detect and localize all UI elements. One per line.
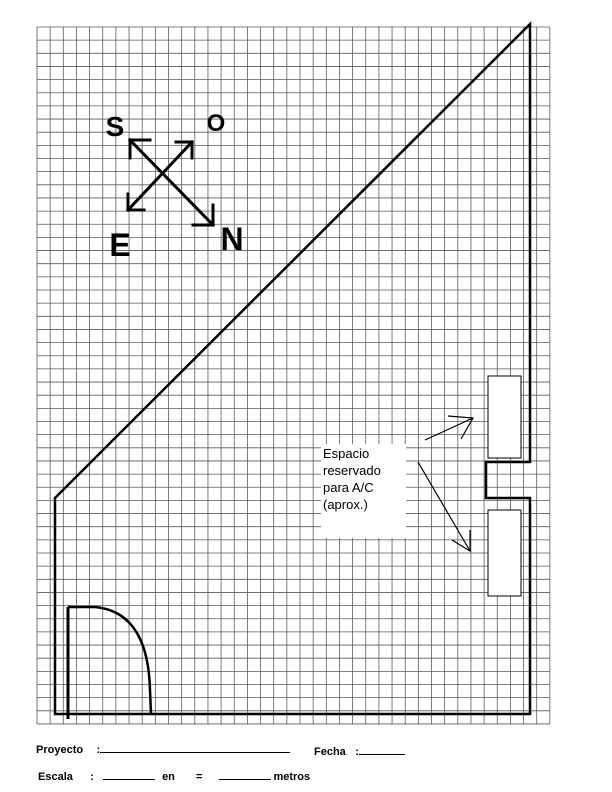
compass-rose — [125, 137, 216, 228]
compass-arrowhead-south — [128, 138, 152, 160]
project-label: Proyecto — [36, 744, 84, 756]
date-colon: : — [355, 746, 359, 758]
scale-in-text: en — [162, 771, 175, 783]
project-field: Proyecto : — [36, 741, 291, 756]
scale-input-line-1[interactable] — [103, 768, 155, 780]
compass-label-north: N — [220, 221, 243, 257]
date-label: Fecha — [314, 746, 346, 758]
date-field: Fecha : — [314, 743, 405, 758]
graph-paper-grid — [36, 26, 551, 725]
annotation-arrow-lower — [417, 461, 471, 553]
ac-unit-upper — [487, 375, 522, 459]
compass-arrowhead-west — [174, 140, 194, 160]
scale-input-line-2[interactable] — [219, 768, 272, 780]
annotation-line-3: para A/C — [323, 480, 374, 495]
annotation-line-2: reservado — [323, 463, 381, 478]
annotation-box — [321, 444, 406, 538]
door-symbol — [66, 605, 153, 719]
annotation-text: Espacio reservado para A/C (aprox.) — [323, 446, 384, 512]
date-input-line[interactable] — [358, 743, 405, 755]
annotation-line-1: Espacio — [323, 446, 369, 461]
scale-field: Escala : en = metros — [38, 768, 310, 783]
annotation-line-4: (aprox.) — [323, 497, 368, 512]
compass-axis-e-o — [125, 139, 195, 213]
scale-meters-text: metros — [273, 771, 311, 783]
compass-arrowhead-east — [126, 192, 146, 212]
project-input-line[interactable] — [100, 741, 291, 753]
scale-label: Escala — [38, 771, 73, 783]
compass-label-west: O — [207, 110, 226, 137]
compass-label-south: S — [106, 111, 125, 142]
scale-equals-text: = — [195, 771, 203, 783]
compass-axis-s-n — [127, 137, 216, 228]
annotation-arrow-upper — [424, 415, 474, 441]
ac-unit-lower — [487, 509, 522, 597]
project-colon: : — [96, 744, 101, 756]
scale-colon: : — [90, 771, 94, 783]
compass-label-east: E — [109, 227, 130, 263]
compass-arrowhead-north — [191, 203, 215, 227]
room-outline — [53, 20, 532, 716]
